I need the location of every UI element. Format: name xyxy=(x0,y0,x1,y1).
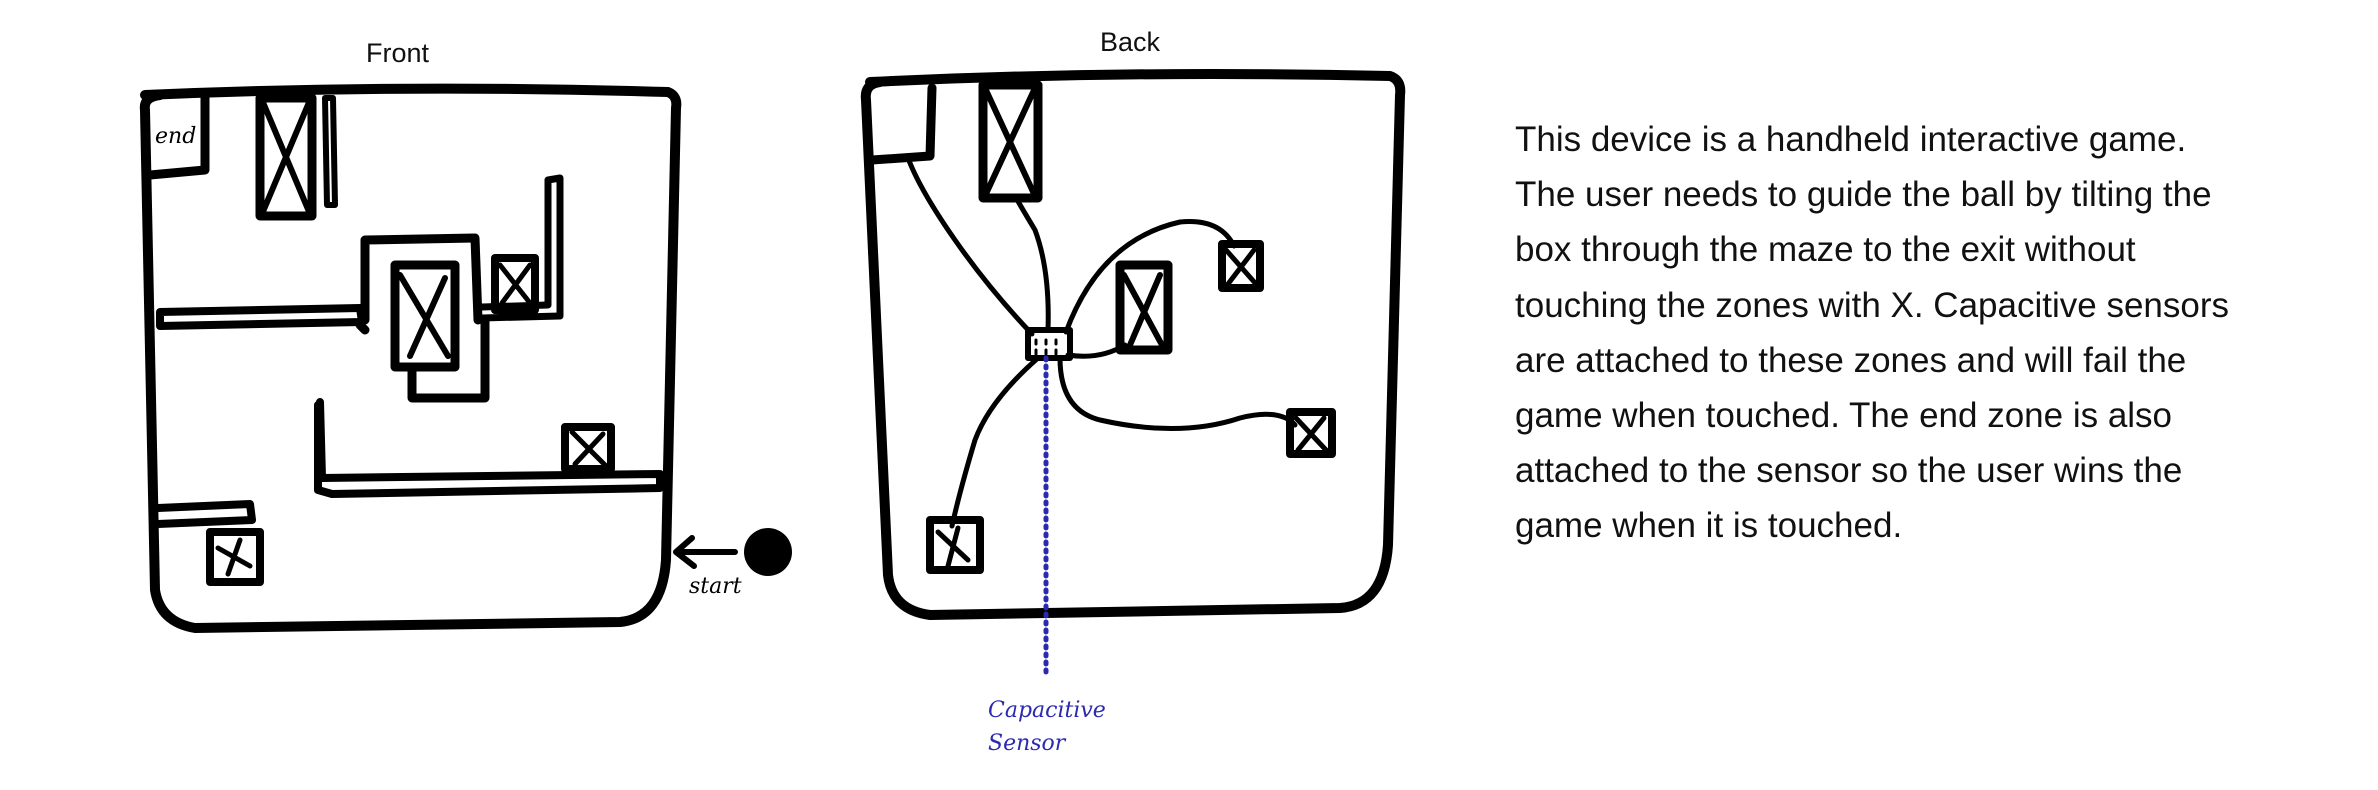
front-right-vertical-wall xyxy=(478,174,564,322)
wire-to-end-zone xyxy=(905,155,1035,337)
end-label: end xyxy=(155,124,197,149)
front-x-zone-right xyxy=(491,254,539,314)
front-top-wall xyxy=(322,95,338,208)
ball xyxy=(744,528,792,576)
wire-to-middle-zone xyxy=(1065,342,1128,359)
capacitive-sensor-label: Capacitive Sensor xyxy=(988,694,1106,760)
description-text: This device is a handheld interactive ga… xyxy=(1515,112,2315,554)
start-arrow xyxy=(673,535,738,569)
back-view-title: Back xyxy=(1100,27,1161,57)
front-x-zone-top xyxy=(255,93,317,221)
back-x-zone-middle xyxy=(1115,260,1173,355)
back-maze xyxy=(860,69,1406,620)
back-x-zone-lower-right xyxy=(1286,408,1336,458)
front-bottom-left-ledge xyxy=(154,500,256,528)
description-line: are attached to these zones and will fai… xyxy=(1515,340,2187,380)
description-line: This device is a handheld interactive ga… xyxy=(1515,120,2187,159)
front-x-zone-lower-right xyxy=(561,423,615,473)
front-outer-frame xyxy=(139,83,682,633)
front-maze xyxy=(139,83,792,633)
front-lower-wall xyxy=(314,398,664,498)
front-x-zone-center xyxy=(390,260,460,372)
wire-to-lower-right-zone xyxy=(1057,355,1298,431)
start-label: start xyxy=(689,574,742,599)
wire-to-upper-right-zone xyxy=(1063,219,1237,335)
back-outer-frame xyxy=(860,69,1406,620)
front-view-title: Front xyxy=(366,38,430,68)
end-zone xyxy=(145,93,210,180)
description-line: box through the maze to the exit without xyxy=(1515,230,2136,270)
wire-to-top-zone xyxy=(1012,193,1051,333)
description-line: The user needs to guide the ball by tilt… xyxy=(1515,175,2212,215)
description-line: touching the zones with X. Capacitive se… xyxy=(1515,285,2229,325)
description-line: game when it is touched. xyxy=(1515,506,1903,546)
description-line: attached to the sensor so the user wins … xyxy=(1515,451,2183,491)
back-x-zone-top xyxy=(978,80,1043,203)
back-x-zone-upper-right xyxy=(1218,240,1264,292)
sensor-label-line2: Sensor xyxy=(988,731,1066,756)
front-mid-wall xyxy=(156,304,366,330)
back-x-zone-bottom-left xyxy=(926,516,984,574)
front-center-lower-wall xyxy=(407,315,490,403)
sensor-label-line1: Capacitive xyxy=(988,698,1106,723)
wire-to-bottom-left-zone xyxy=(949,355,1041,529)
description-line: game when touched. The end zone is also xyxy=(1515,396,2173,436)
front-x-zone-bottom-left xyxy=(206,528,264,586)
front-center-enclosure xyxy=(355,233,483,335)
back-end-zone xyxy=(867,83,937,165)
